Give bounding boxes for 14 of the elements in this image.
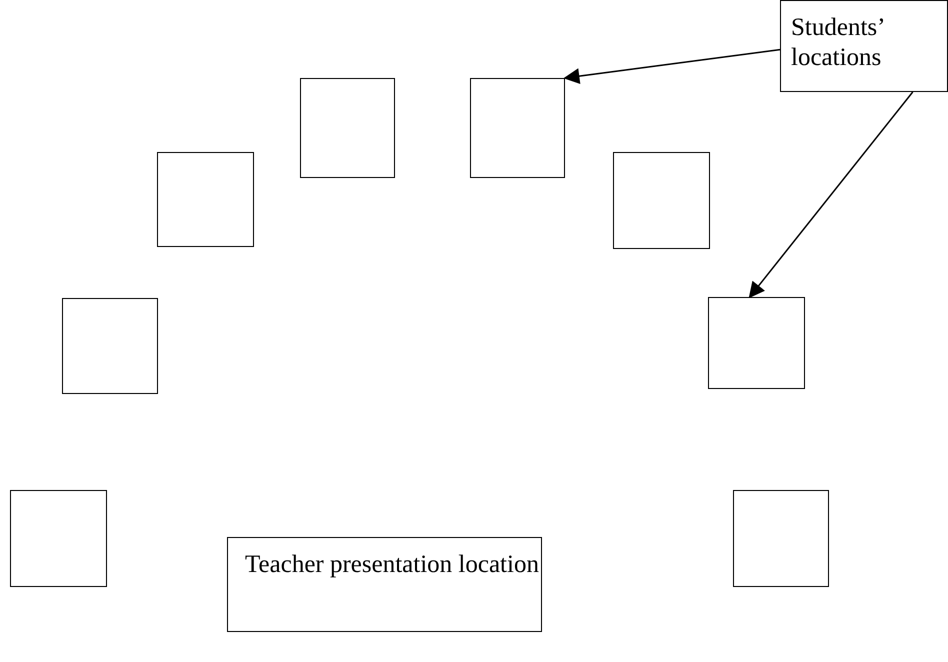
student-location-box bbox=[708, 297, 805, 389]
label-box bbox=[227, 537, 542, 632]
location-label: Students’ locations bbox=[791, 13, 885, 73]
student-location-box bbox=[300, 78, 395, 178]
label-box bbox=[780, 0, 948, 92]
location-label: Teacher presentation location bbox=[245, 550, 540, 580]
leader-arrow bbox=[563, 48, 780, 84]
student-location-box bbox=[62, 298, 158, 394]
student-location-box bbox=[733, 490, 829, 587]
leader-arrow bbox=[748, 92, 914, 298]
student-location-box bbox=[10, 490, 107, 587]
student-location-box bbox=[613, 152, 710, 249]
student-location-box bbox=[157, 152, 254, 247]
student-location-box bbox=[470, 78, 565, 178]
